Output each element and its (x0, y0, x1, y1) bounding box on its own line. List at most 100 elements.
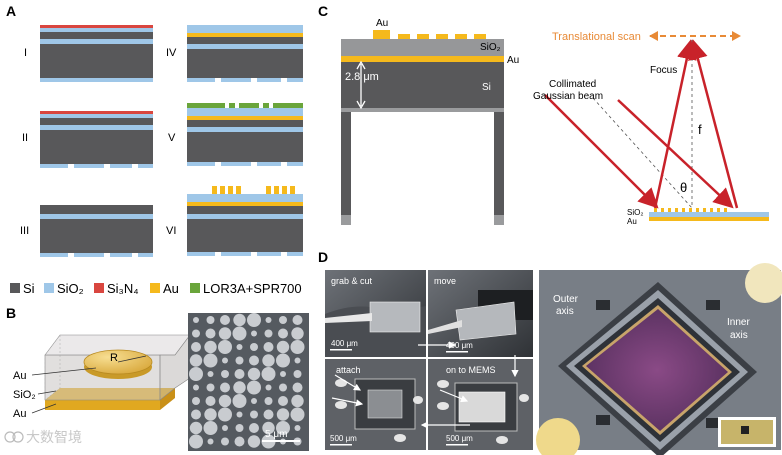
sem-disk (294, 425, 301, 431)
sem-disk (206, 383, 215, 392)
tile-title: grab & cut (331, 276, 373, 286)
sem-disk (189, 421, 203, 435)
sem-disk (205, 328, 216, 339)
sem-disk (251, 330, 257, 337)
process-arrows (331, 341, 519, 429)
panel-c-label: C (318, 3, 328, 19)
step-label: I (24, 47, 27, 59)
pointer-line (31, 367, 97, 376)
sem-disk (276, 408, 290, 421)
layer-label: Au (13, 370, 26, 382)
optics-diagram (544, 31, 769, 221)
inner-axis-label: axis (730, 330, 748, 341)
focus-label: Focus (650, 65, 677, 76)
outer-axis-label: Outer (553, 294, 579, 305)
sem-disk (247, 313, 261, 327)
tile-scale: 400 μm (446, 341, 473, 350)
theta-label: θ (680, 180, 687, 195)
sem-disk (234, 369, 245, 379)
sem-disk-array (188, 313, 309, 451)
sem-disk (278, 396, 288, 406)
layer-label: SiO₂ (13, 389, 36, 401)
sem-disk (222, 425, 228, 431)
sem-disk (264, 329, 273, 338)
tile-scale: 500 μm (446, 434, 473, 443)
sem-disk (236, 344, 243, 350)
legend-label: Au (163, 281, 179, 296)
sem-disk (191, 342, 201, 352)
sem-disk (203, 353, 218, 368)
sem-disk (192, 397, 200, 405)
sem-disk (222, 357, 228, 364)
sem-dots (189, 313, 305, 449)
sem-tile-move (428, 270, 533, 357)
step-label: II (22, 132, 28, 144)
beam-label: Gaussian beam (533, 91, 603, 102)
sem-disk (263, 342, 274, 352)
watermark-text: 大数智境 (26, 429, 82, 445)
sem-disk (249, 423, 259, 433)
sem-disk (206, 316, 215, 324)
sem-disk (205, 396, 216, 406)
sem-disk (232, 326, 247, 341)
tile-title: attach (336, 365, 361, 375)
sem-disk (261, 367, 276, 381)
sem-disk (220, 382, 230, 393)
sem-disk (264, 397, 273, 405)
sem-disk (294, 357, 301, 364)
sem-disk (234, 436, 245, 447)
sem-disk (218, 394, 232, 408)
sem-disk (191, 409, 201, 420)
sem-disk (218, 340, 232, 354)
disk-radius-label: R (110, 352, 118, 364)
step-label: V (168, 132, 176, 144)
focal-length-label: f (698, 122, 702, 137)
sem-disk (204, 340, 217, 354)
sem-disk (235, 424, 244, 432)
sem-disk (278, 328, 288, 339)
sem-disk (193, 384, 199, 391)
au-pad-label: Au (376, 18, 388, 29)
sem-disk (247, 380, 261, 395)
sem-disk (189, 434, 203, 449)
sem-tile-attach (325, 359, 426, 450)
disk-resonator-3d (44, 334, 191, 410)
au-layer-label: Au (507, 55, 519, 66)
legend-swatch-si3n4 (94, 283, 104, 293)
sem-disk (218, 407, 232, 422)
beam-label: Collimated (549, 79, 596, 90)
pointer-line (37, 390, 57, 395)
sem-disk (250, 343, 258, 351)
sem-disk (292, 382, 303, 393)
sem-disk (291, 394, 304, 408)
sio2-layer-label: SiO₂ (480, 42, 501, 53)
sem-disk (189, 354, 203, 367)
sample-sio2-label: SiO₂ (627, 208, 643, 217)
sem-disk (265, 384, 272, 391)
sem-disk (247, 435, 261, 448)
sem-disk (221, 437, 229, 446)
sem-disk (251, 398, 257, 404)
step-label: III (20, 225, 29, 237)
tile-title: on to MEMS (446, 365, 496, 375)
sem-disk (279, 383, 287, 392)
sem-disk (263, 409, 274, 420)
mems-micrograph (536, 263, 782, 455)
mems-cross-section (341, 30, 504, 225)
step-label: IV (166, 47, 177, 59)
inner-axis-label: Inner (727, 317, 750, 328)
sem-disk (291, 327, 304, 340)
sem-disk (193, 317, 199, 323)
sem-disk (192, 329, 200, 338)
sem-disk (249, 355, 259, 366)
sem-disk (218, 327, 232, 340)
legend-swatch-si (10, 283, 20, 293)
step-label: VI (166, 225, 176, 237)
sem-disk (236, 411, 243, 418)
legend-swatch-sio2 (44, 283, 54, 293)
thickness-label: 2.8 μm (345, 71, 379, 83)
outer-axis-label: axis (556, 306, 574, 317)
sem-disk (265, 317, 272, 323)
sem-disk (207, 438, 214, 445)
